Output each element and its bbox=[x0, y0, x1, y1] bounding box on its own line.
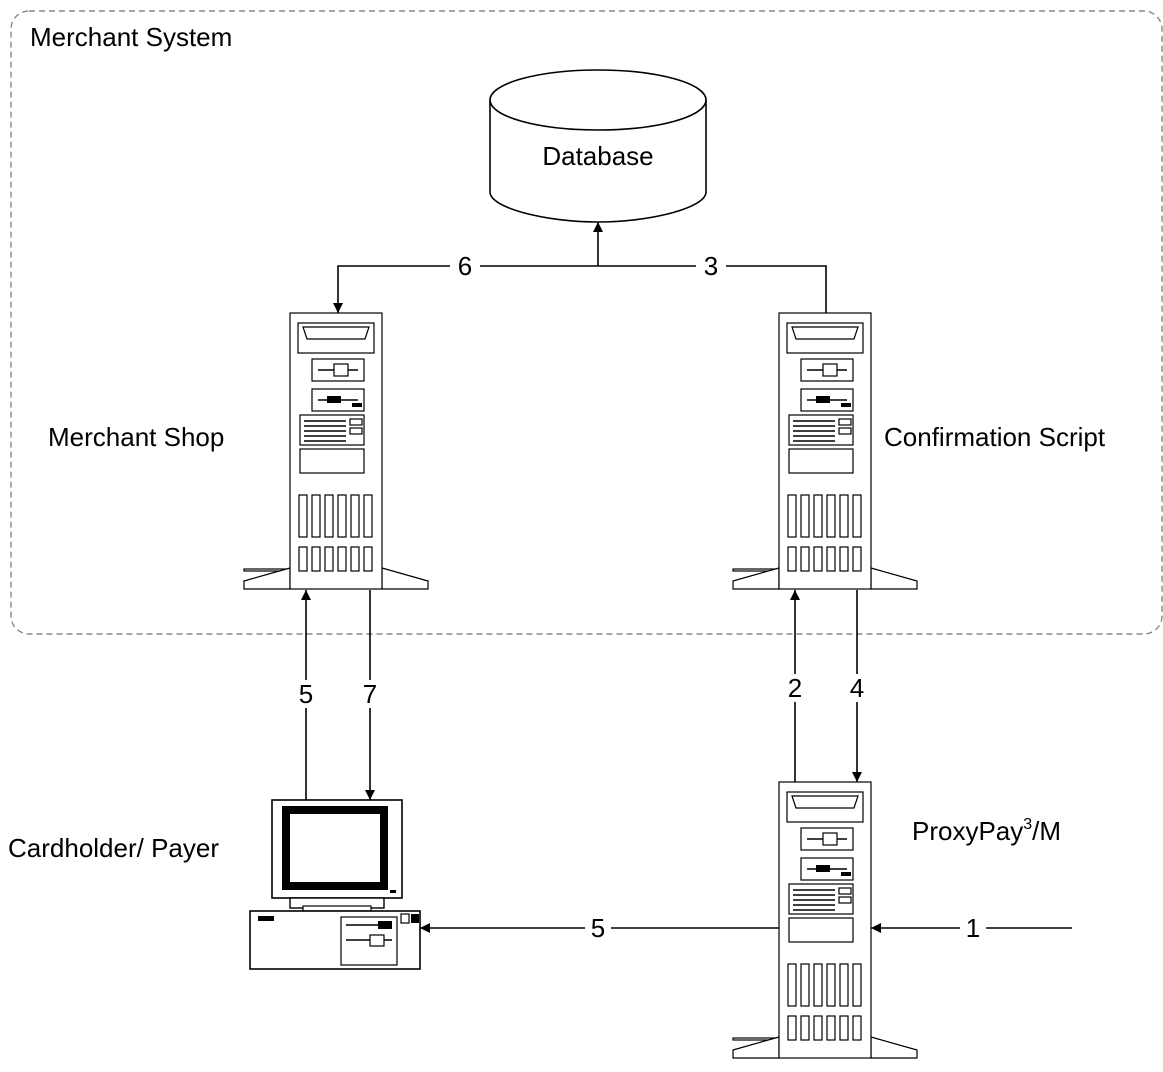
database-label: Database bbox=[542, 141, 653, 171]
proxypay-server bbox=[732, 781, 918, 1059]
step5-pc-number: 5 bbox=[591, 913, 605, 943]
step2-number: 2 bbox=[788, 673, 802, 703]
step5-shop-number: 5 bbox=[299, 679, 313, 709]
step4-number: 4 bbox=[850, 673, 864, 703]
merchant-shop-server bbox=[243, 312, 429, 590]
step6-number: 6 bbox=[458, 251, 472, 281]
step3-line bbox=[598, 265, 827, 313]
merchant-system-label: Merchant System bbox=[30, 22, 232, 52]
step1-number: 1 bbox=[966, 913, 980, 943]
step7-number: 7 bbox=[363, 679, 377, 709]
merchant-system-boundary bbox=[10, 10, 1163, 635]
database-cylinder bbox=[489, 69, 707, 223]
confirmation-script-label: Confirmation Script bbox=[884, 422, 1106, 452]
proxypay-label: ProxyPay3/M bbox=[912, 816, 1061, 846]
merchant-shop-label: Merchant Shop bbox=[48, 422, 224, 452]
cardholder-computer bbox=[249, 799, 421, 970]
step6-line bbox=[333, 265, 598, 313]
step3-number: 3 bbox=[704, 251, 718, 281]
cardholder-label: Cardholder/ Payer bbox=[8, 833, 219, 863]
